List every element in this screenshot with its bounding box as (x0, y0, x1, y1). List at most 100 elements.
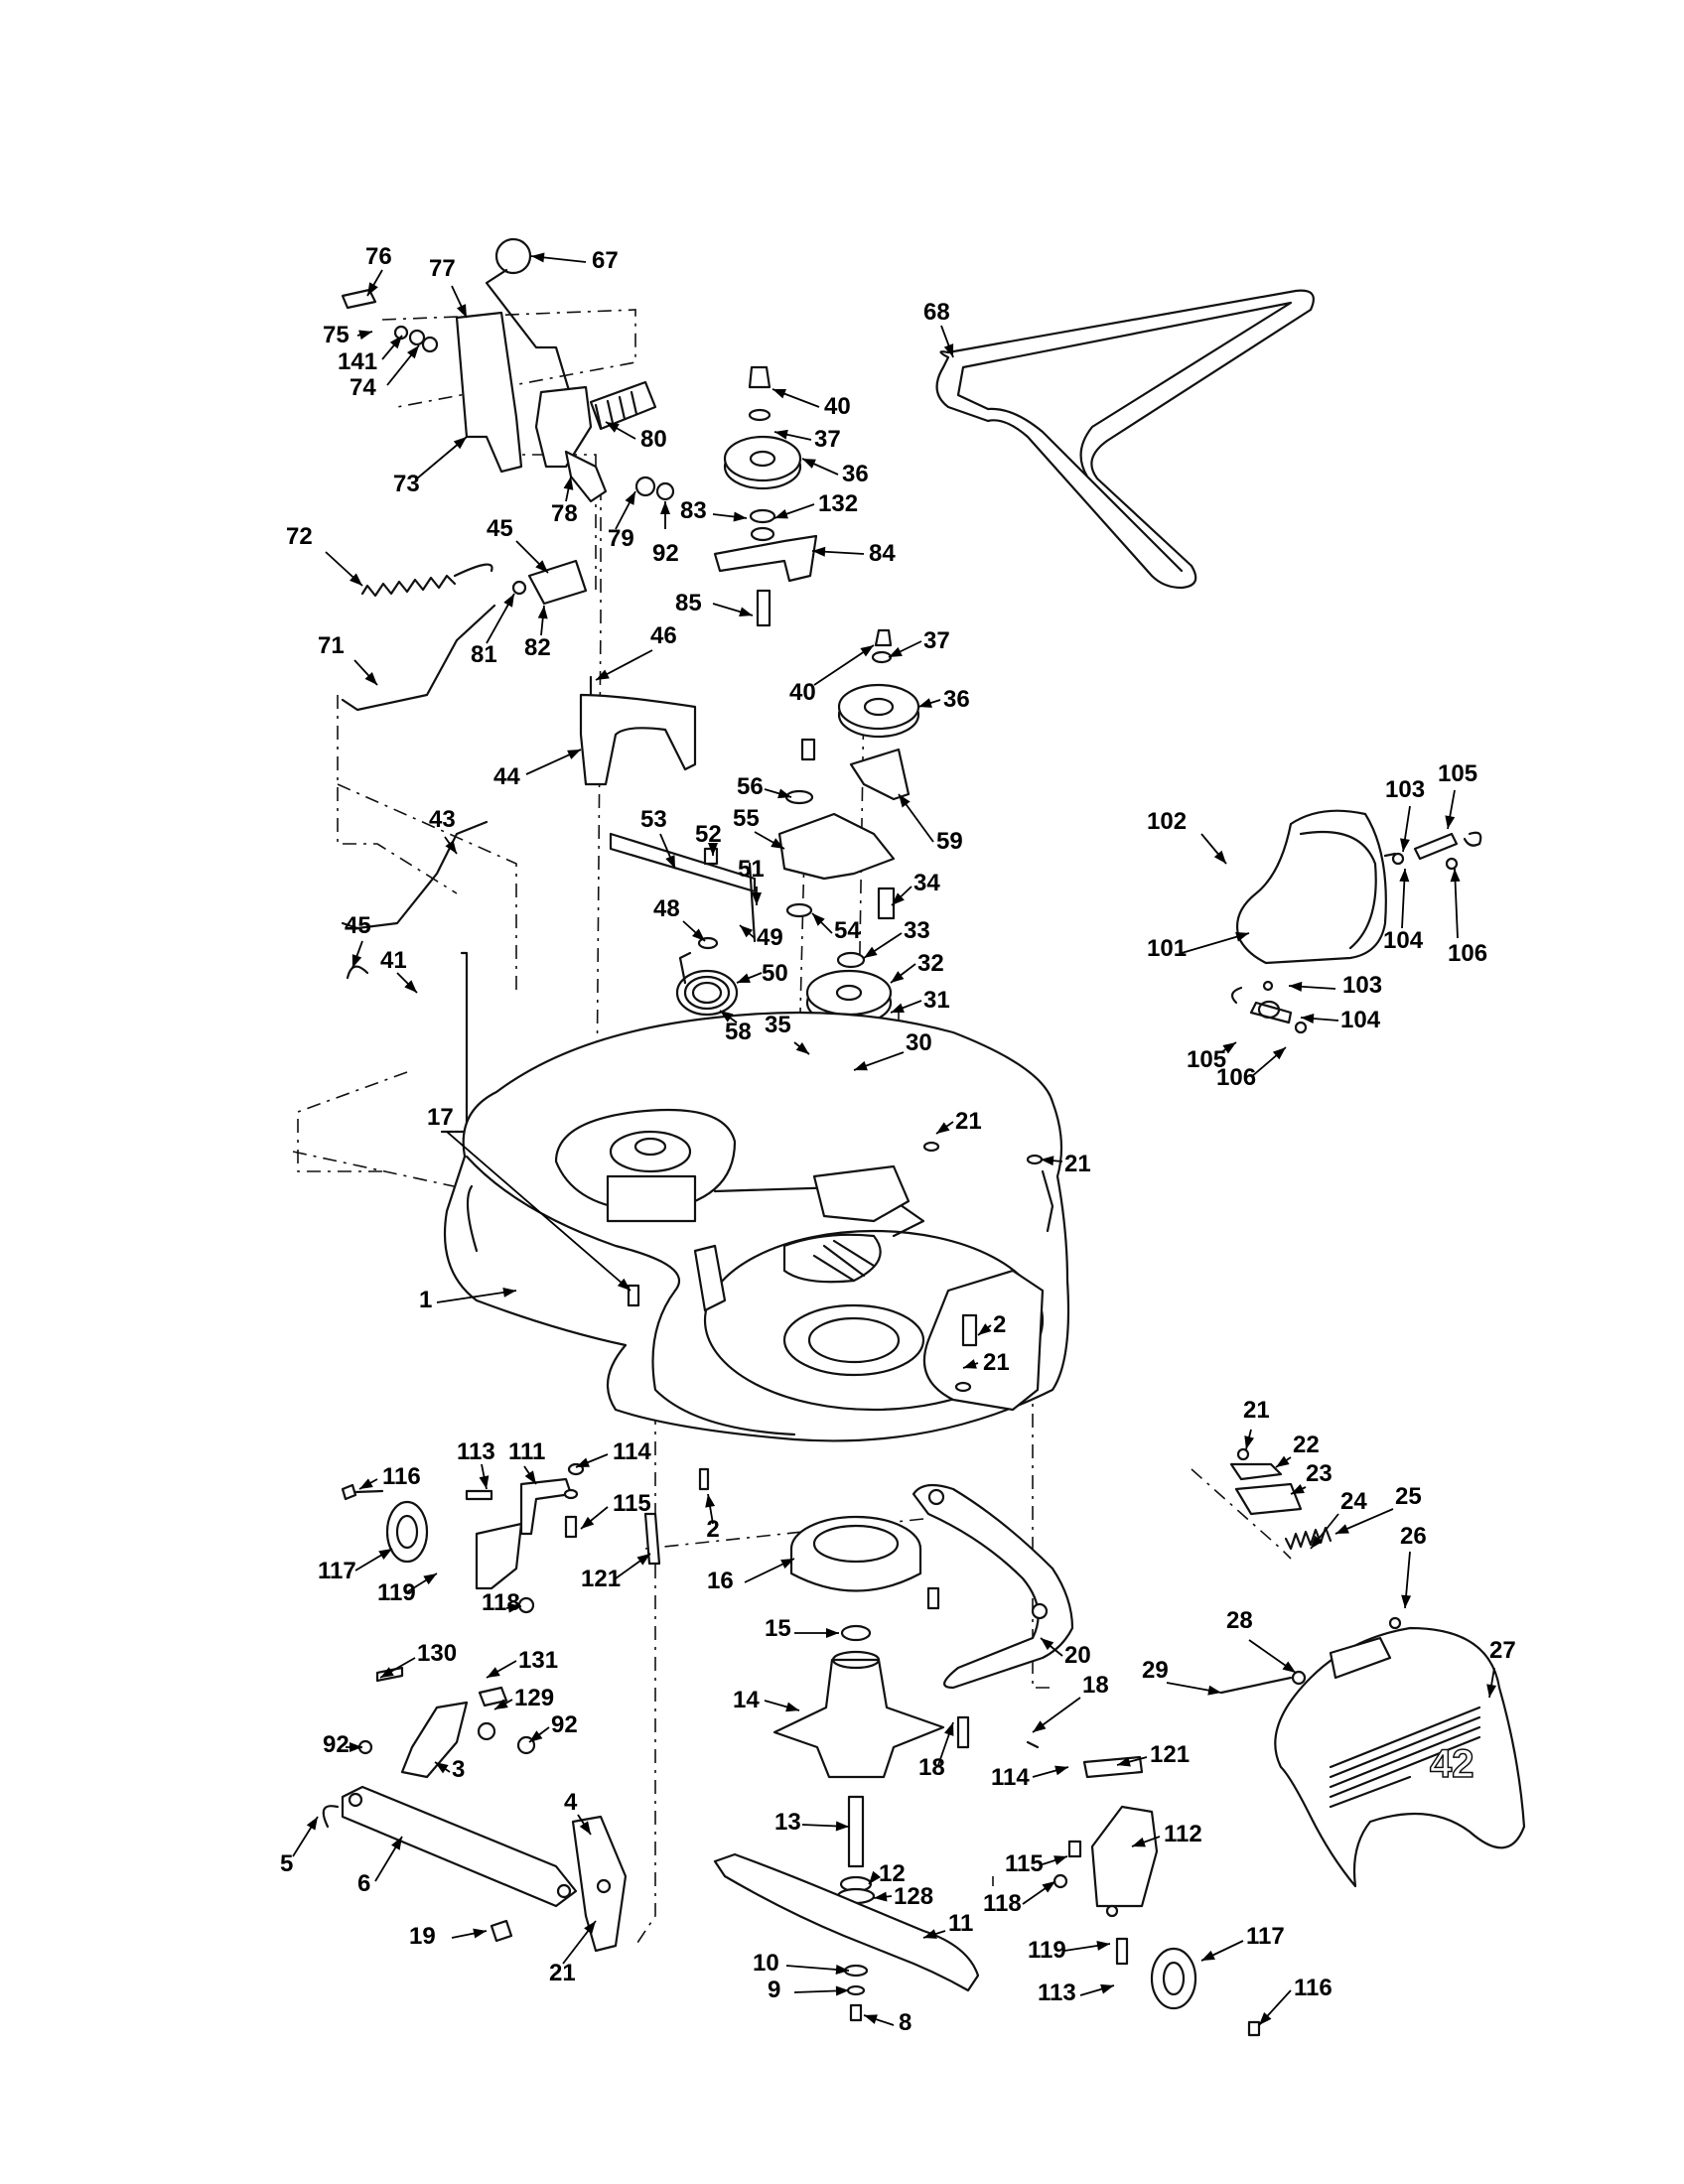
part-number-label: 21 (983, 1349, 1010, 1376)
leader-arrowhead (306, 1817, 318, 1831)
part-number-label: 12 (879, 1860, 906, 1887)
part-number-label: 46 (650, 622, 677, 649)
part-number-label: 114 (991, 1764, 1030, 1791)
leader-arrowhead (1041, 1638, 1054, 1651)
leader-arrowhead (350, 573, 362, 586)
part-callout-14: 14 (733, 1687, 800, 1713)
part-callout-118: 118 (983, 1880, 1056, 1917)
part-number-label: 75 (323, 322, 350, 348)
part-callout-2: 2 (705, 1493, 720, 1543)
part-callout-36: 36 (801, 458, 869, 487)
part-number-label: 115 (613, 1490, 651, 1517)
part-number-label: 141 (338, 348, 377, 375)
leader-arrowhead (918, 698, 932, 708)
part-number-label: 113 (1038, 1979, 1076, 2006)
leader-arrowhead (563, 477, 574, 490)
part-callout-17: 17 (427, 1104, 632, 1292)
part-number-label: 13 (774, 1809, 801, 1836)
leader-arrowhead (507, 1602, 521, 1613)
part-number-label: 131 (518, 1647, 558, 1674)
part-callout-19: 19 (409, 1923, 488, 1950)
part-callout-51: 51 (738, 856, 765, 905)
part-number-label: 106 (1448, 940, 1487, 967)
part-number-label: 80 (640, 426, 667, 453)
part-callout-10: 10 (753, 1950, 850, 1977)
leader-arrowhead (774, 429, 788, 440)
leader-arrowhead (359, 1478, 373, 1489)
leader-arrowhead (1054, 1765, 1068, 1776)
part-callout-79: 79 (608, 490, 636, 552)
leader-arrowhead (364, 672, 377, 685)
leader-arrowhead (869, 1870, 882, 1884)
leader-arrowhead (891, 971, 905, 983)
leader-arrowhead (835, 1964, 849, 1975)
part-callout-37: 37 (888, 627, 950, 658)
leader-arrowhead (535, 560, 548, 573)
part-callout-23: 23 (1290, 1460, 1333, 1495)
leader-arrowhead (596, 669, 610, 680)
leader-arrowhead (1289, 981, 1303, 992)
drive-belt (935, 289, 1315, 590)
part-number-label: 9 (768, 1977, 780, 2003)
leader-arrowhead (737, 973, 751, 983)
part-callout-53: 53 (640, 806, 676, 870)
part-number-label: 51 (738, 856, 765, 883)
part-callout-43: 43 (429, 806, 458, 855)
part-callout-71: 71 (318, 632, 378, 686)
leader-arrowhead (1053, 1855, 1067, 1865)
part-number-label: 25 (1395, 1483, 1422, 1510)
part-callout-80: 80 (605, 421, 667, 453)
part-callout-45: 45 (487, 515, 549, 574)
leader-arrowhead (785, 1702, 799, 1712)
part-number-label: 55 (733, 805, 760, 832)
part-callout-83: 83 (680, 497, 748, 524)
leader-arrowhead (1450, 869, 1461, 883)
part-callout-52: 52 (695, 821, 722, 856)
part-callout-32: 32 (890, 950, 944, 984)
part-number-label: 112 (1164, 1821, 1202, 1847)
leader-arrowhead (854, 1060, 868, 1071)
part-callout-115: 115 (580, 1490, 651, 1530)
part-callout-78: 78 (551, 476, 578, 527)
part-number-label: 16 (707, 1568, 734, 1594)
part-number-label: 36 (842, 461, 869, 487)
part-callout-113: 113 (457, 1438, 495, 1490)
part-callout-21: 21 (935, 1108, 982, 1135)
part-number-label: 21 (955, 1108, 982, 1135)
part-number-label: 103 (1385, 776, 1425, 803)
part-number-label: 113 (457, 1438, 495, 1465)
leader-arrowhead (1096, 1941, 1110, 1951)
leader-arrowhead (1033, 1720, 1047, 1732)
leader-arrowhead (502, 1287, 516, 1297)
leader-arrowhead (1486, 1684, 1497, 1698)
part-number-label: 18 (918, 1754, 945, 1781)
part-callout-4: 4 (564, 1789, 592, 1836)
part-callout-50: 50 (736, 960, 788, 987)
leader-arrowhead (739, 607, 753, 617)
right-gauge-wheel-assembly (1052, 1755, 1261, 2037)
part-callout-49: 49 (739, 924, 783, 951)
part-callout-106: 106 (1448, 868, 1487, 967)
part-callout-40: 40 (772, 388, 851, 420)
part-number-label: 58 (725, 1019, 752, 1045)
part-callout-21: 21 (549, 1920, 597, 1986)
part-callout-84: 84 (811, 540, 896, 567)
leader-arrowhead (576, 1457, 590, 1467)
part-number-label: 114 (613, 1438, 651, 1465)
part-number-label: 84 (869, 540, 896, 567)
leader-arrowhead (456, 304, 467, 318)
leader-arrowhead (581, 1516, 595, 1529)
leader-arrowhead (1445, 815, 1456, 829)
leader-arrowhead (777, 788, 791, 799)
chute-bracket-assembly (1229, 1447, 1333, 1551)
part-callout-105: 105 (1187, 1041, 1237, 1073)
part-callout-128: 128 (873, 1883, 933, 1910)
leader-arrowhead (692, 928, 705, 941)
leader-arrowhead (1401, 1594, 1412, 1608)
leader-arrowhead (892, 892, 905, 905)
leader-arrowhead (358, 330, 372, 341)
part-number-label: 26 (1400, 1523, 1427, 1550)
leader-arrowhead (636, 1554, 650, 1566)
part-callout-85: 85 (675, 590, 754, 617)
part-number-label: 119 (1028, 1937, 1066, 1964)
